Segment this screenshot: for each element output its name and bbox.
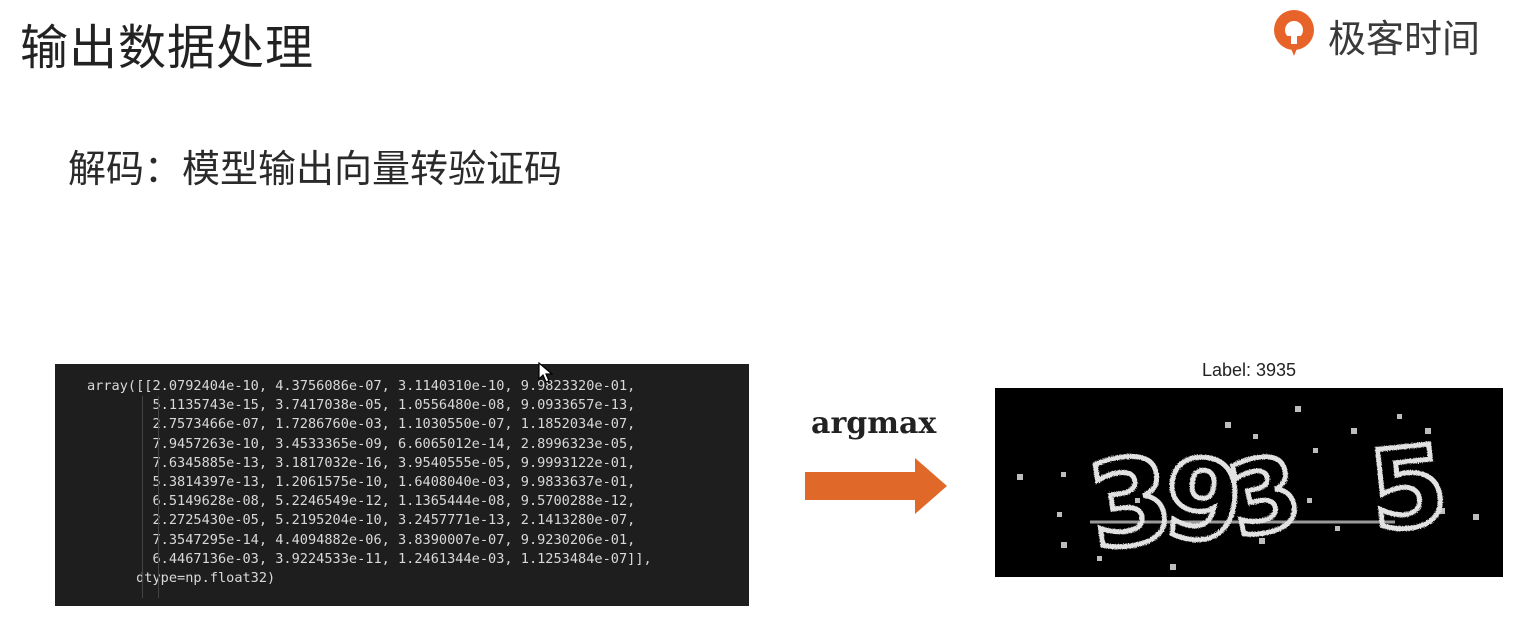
captcha-image: 3 9 3 5 [995,388,1503,577]
code-line: 2.2725430e-05, 5.2195204e-10, 3.2457771e… [152,512,636,529]
captcha-glyph-4: 5 [1364,421,1454,556]
right-arrow-icon [805,458,947,514]
code-line: array([[2.0792404e-10, 4.3756086e-07, 3.… [87,378,636,394]
captcha-glyph-2: 9 [1158,433,1248,568]
code-line: 6.5149628e-08, 5.2246549e-12, 1.1365444e… [152,493,636,510]
geektime-logo: 极客时间 [1268,6,1480,64]
slide-subtitle: 解码：模型输出向量转验证码 [68,147,563,191]
geektime-logo-icon [1274,10,1314,56]
code-line: 7.6345885e-13, 3.1817032e-16, 3.9540555e… [152,454,636,471]
code-line: 7.9457263e-10, 3.4533365e-09, 6.6065012e… [152,435,636,452]
code-line: 5.1135743e-15, 3.7417038e-05, 1.0556480e… [152,397,636,414]
code-line: 5.3814397e-13, 1.2061575e-10, 1.6408040e… [152,474,636,491]
code-line: 2.7573466e-07, 1.7286760e-03, 1.1030550e… [152,416,636,433]
argmax-label: argmax [811,406,937,441]
logo-text: 极客时间 [1328,16,1481,61]
code-line: 6.4467136e-03, 3.9224533e-11, 1.2461344e… [152,550,652,567]
mouse-cursor-icon [538,362,554,383]
code-line: dtype=np.float32) [87,570,276,587]
code-output-panel: array([[2.0792404e-10, 4.3756086e-07, 3.… [55,364,749,606]
slide-title: 输出数据处理 [20,20,315,76]
array-output-text: array([[2.0792404e-10, 4.3756086e-07, 3.… [87,377,749,588]
code-line: 7.3547295e-14, 4.4094882e-06, 3.8390007e… [152,531,636,548]
captcha-label: Label: 3935 [1201,360,1297,380]
